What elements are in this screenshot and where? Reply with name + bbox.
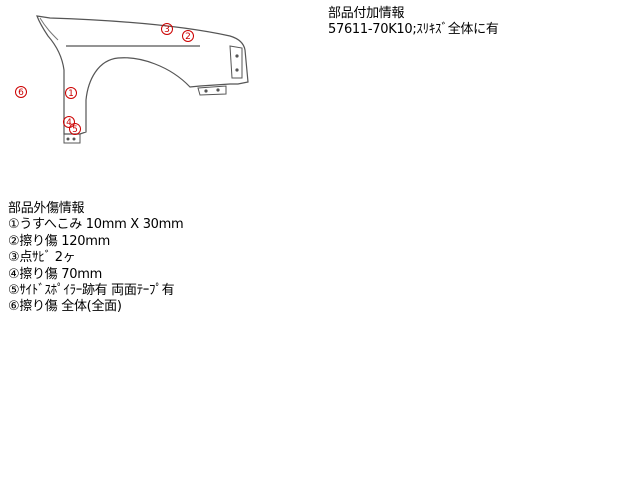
marker-6: 6 <box>15 86 27 98</box>
svg-text:2: 2 <box>185 32 191 42</box>
damage-item-4: ④擦り傷 70mm <box>8 266 102 282</box>
svg-text:6: 6 <box>18 88 24 98</box>
marker-3: 3 <box>161 23 173 35</box>
part-info-heading: 部品付加情報 <box>328 6 405 21</box>
part-info-detail: 57611-70K10;ｽﾘｷｽﾞ全体に有 <box>328 22 499 37</box>
marker-5: 5 <box>69 123 81 135</box>
damage-info-heading: 部品外傷情報 <box>8 201 85 216</box>
svg-text:3: 3 <box>164 25 170 35</box>
damage-item-6: ⑥擦り傷 全体(全面) <box>8 299 122 315</box>
damage-item-5: ⑤ｻｲﾄﾞｽﾎﾟｲﾗｰ跡有 両面ﾃｰﾌﾟ有 <box>8 283 175 299</box>
fender-rear-flange <box>229 45 243 79</box>
marker-2: 2 <box>182 30 194 42</box>
part-info-block: 部品付加情報 57611-70K10;ｽﾘｷｽﾞ全体に有 <box>328 6 499 38</box>
fender-outline <box>36 15 249 135</box>
damage-item-2: ②擦り傷 120mm <box>8 233 110 249</box>
svg-text:5: 5 <box>72 125 78 135</box>
marker-1: 1 <box>65 87 77 99</box>
fender-front-tab <box>63 133 81 144</box>
marker-4: 4 <box>63 116 75 128</box>
svg-text:1: 1 <box>68 89 74 99</box>
damage-item-3: ③点ｻﾋﾞ 2ヶ <box>8 250 76 266</box>
svg-text:4: 4 <box>66 118 72 128</box>
damage-info-block: 部品外傷情報 ①うすへこみ 10mm X 30mm ②擦り傷 120mm ③点ｻ… <box>8 201 184 316</box>
fender-top-edge <box>39 17 59 41</box>
fender-diagram: 1 2 3 4 5 6 <box>15 15 249 144</box>
fender-bottom-flange <box>197 85 227 96</box>
damage-item-1: ①うすへこみ 10mm X 30mm <box>8 217 184 233</box>
